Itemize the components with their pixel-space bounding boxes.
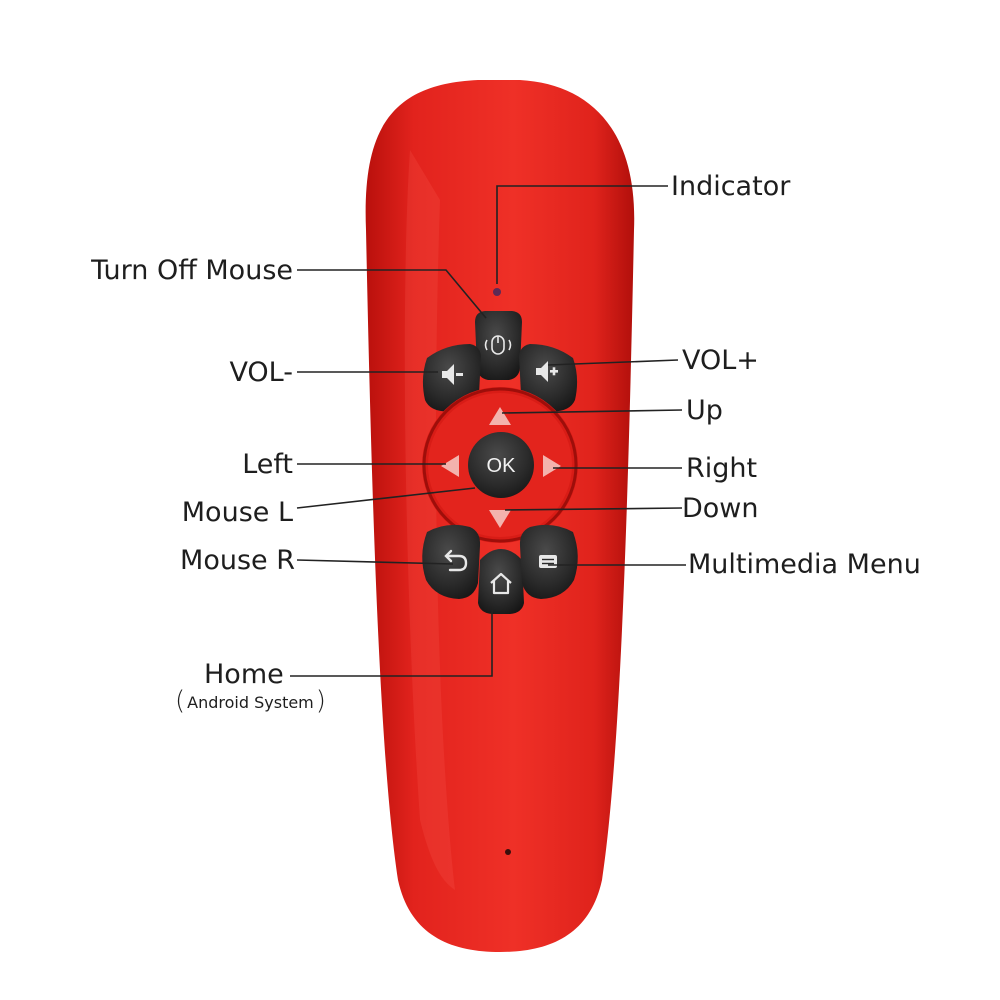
- close-paren: ): [315, 686, 326, 716]
- volume-up-icon: [536, 361, 558, 382]
- right-label: Right: [686, 453, 758, 484]
- up-leader: [501, 409, 683, 414]
- turn-off-mouse-label: Turn Off Mouse: [91, 255, 293, 286]
- mouse-l-label: Mouse L: [181, 497, 293, 528]
- vol-plus-label: VOL+: [682, 345, 759, 376]
- home-note: (Android System): [175, 688, 326, 714]
- leader-lines: [290, 185, 686, 677]
- turn-off-mouse-button[interactable]: [475, 311, 522, 380]
- remote-sheen: [404, 150, 455, 890]
- mouse-r-leader: [296, 559, 454, 565]
- mouse-l-leader: [296, 487, 476, 509]
- menu-icon: [539, 555, 557, 568]
- open-paren: (: [175, 686, 186, 716]
- right-arrow[interactable]: [543, 455, 561, 477]
- home-icon: [490, 572, 512, 595]
- home-label: Home: [204, 659, 284, 690]
- home-button[interactable]: [478, 549, 524, 614]
- left-label: Left: [242, 449, 293, 480]
- down-label: Down: [682, 493, 759, 524]
- left-arrow[interactable]: [441, 455, 459, 477]
- down-arrow[interactable]: [489, 510, 511, 528]
- mouse-off-icon: [484, 335, 512, 355]
- turn-off-mouse-leader: [297, 269, 487, 319]
- volume-down-icon: [442, 364, 463, 385]
- mouse-r-label: Mouse R: [180, 545, 295, 576]
- vol-minus-label: VOL-: [229, 357, 293, 388]
- down-leader: [504, 507, 683, 511]
- vol-plus-leader: [547, 359, 679, 366]
- ok-label: OK: [487, 455, 517, 477]
- ok-button[interactable]: OK: [468, 432, 534, 498]
- microphone-hole: [505, 849, 511, 855]
- multimedia-menu-label: Multimedia Menu: [688, 549, 921, 580]
- up-label: Up: [686, 395, 723, 426]
- home-note-text: Android System: [187, 693, 314, 712]
- up-arrow[interactable]: [489, 407, 511, 425]
- indicator-leader: [496, 185, 668, 284]
- indicator-label: Indicator: [671, 171, 791, 202]
- home-leader: [290, 610, 493, 677]
- indicator-led: [493, 288, 501, 296]
- back-button[interactable]: [422, 524, 481, 599]
- back-arrow-icon: [444, 549, 468, 572]
